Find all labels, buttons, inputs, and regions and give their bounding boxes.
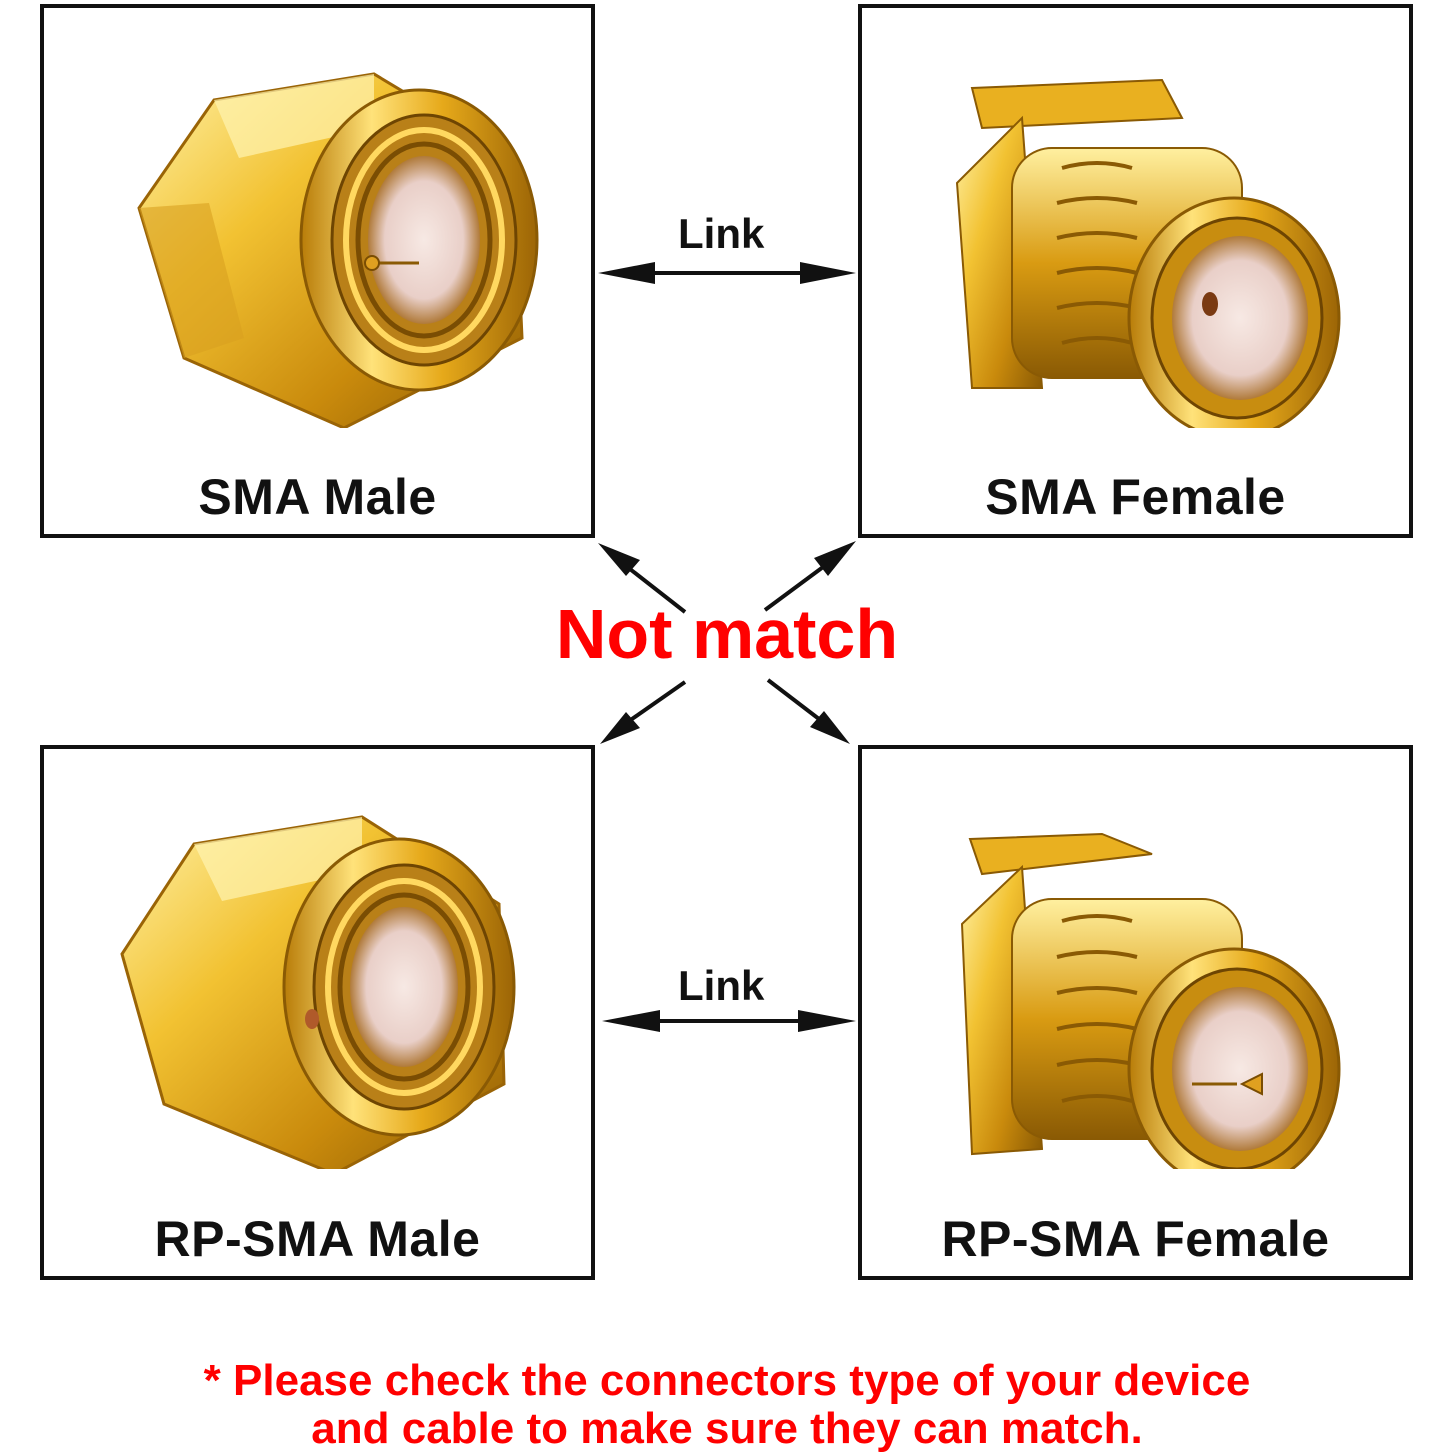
not-match-label: Not match (555, 595, 899, 673)
sma-female-label: SMA Female (985, 469, 1286, 525)
sma-female-connector-illustration (955, 78, 1341, 428)
rp-sma-male-connector-illustration (120, 815, 516, 1169)
compatibility-note-line-1: * Please check the connectors type of yo… (203, 1356, 1251, 1405)
link-top-arrow (598, 262, 856, 284)
sma-male-label: SMA Male (198, 469, 437, 525)
link-top-label: Link (678, 210, 765, 257)
rp-sma-female-connector-illustration (960, 832, 1341, 1169)
rp-sma-male-label: RP-SMA Male (154, 1211, 481, 1267)
sma-female-panel: SMA Female (858, 4, 1413, 538)
rp-sma-female-panel: RP-SMA Female (858, 745, 1413, 1280)
link-bottom-label: Link (678, 962, 765, 1009)
sma-male-panel: SMA Male (40, 4, 595, 538)
rp-sma-male-panel: RP-SMA Male (40, 745, 595, 1280)
compatibility-note-line-2: and cable to make sure they can match. (311, 1404, 1143, 1453)
sma-male-connector-illustration (137, 72, 539, 428)
rp-sma-female-label: RP-SMA Female (941, 1211, 1330, 1267)
link-bottom-arrow (602, 1010, 856, 1032)
